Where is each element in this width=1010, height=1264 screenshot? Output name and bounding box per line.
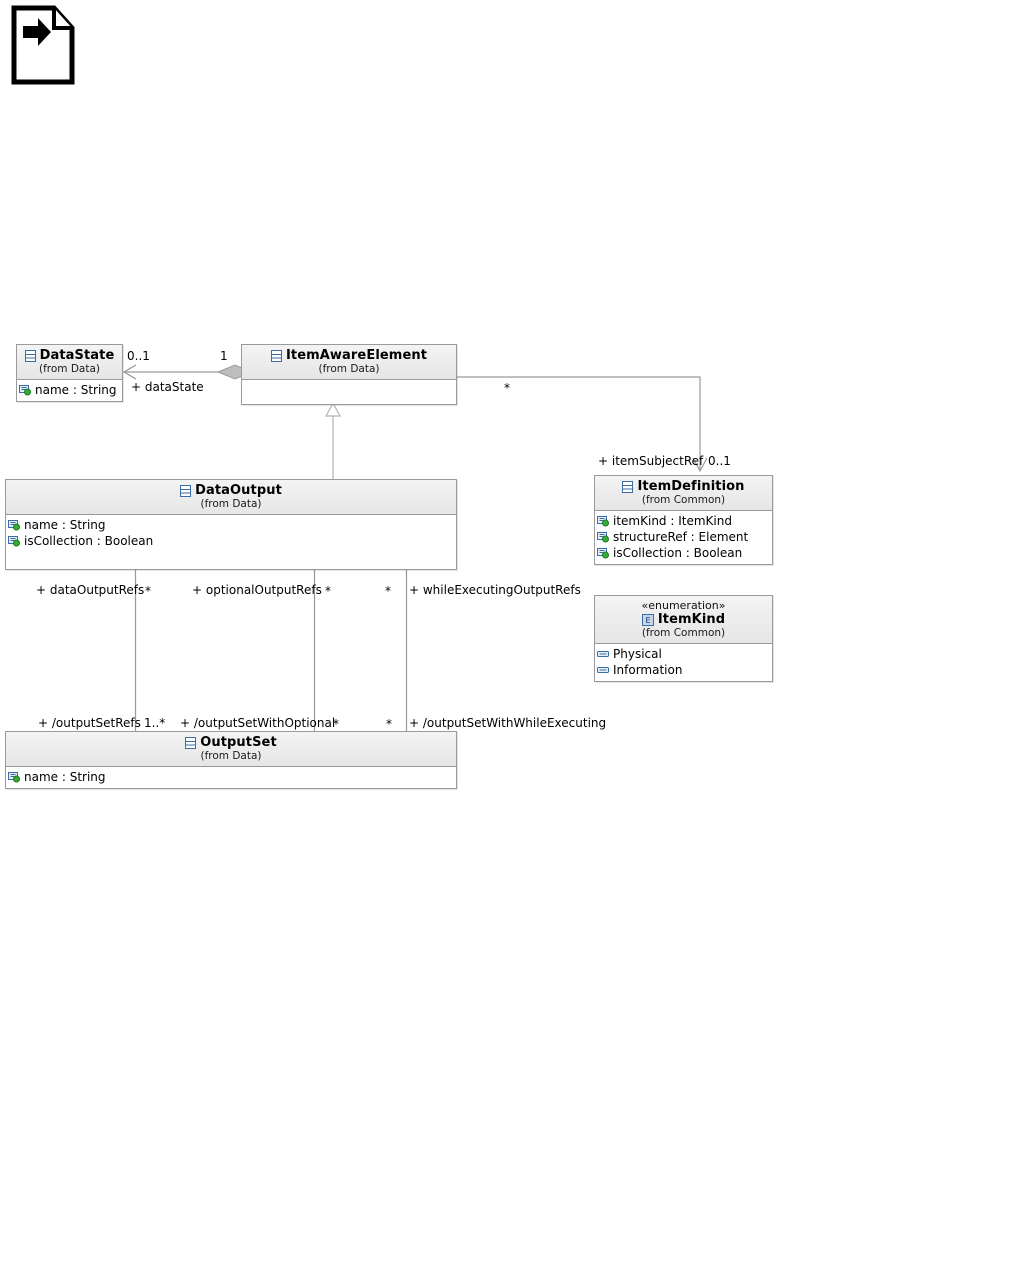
class-icon <box>24 349 36 362</box>
class-package-itemkind: (from Common) <box>641 627 726 639</box>
class-icon <box>185 736 197 749</box>
attribute-icon <box>8 519 21 531</box>
class-header-dataoutput: DataOutput (from Data) <box>6 480 456 515</box>
class-header-datastate: DataState (from Data) <box>17 345 122 380</box>
multiplicity-datastate: 0..1 <box>127 349 150 363</box>
attributes-outputset: name : String <box>6 767 456 788</box>
enum-literal-row: Information <box>597 662 772 678</box>
attribute-label: name : String <box>24 518 106 532</box>
attribute-row: isCollection : Boolean <box>597 545 772 561</box>
literals-itemkind: Physical Information <box>595 644 772 681</box>
attribute-label: isCollection : Boolean <box>613 546 743 560</box>
arrowhead-itemdefinition <box>692 457 708 473</box>
class-name-itemdefinition: ItemDefinition <box>637 479 745 494</box>
class-package-itemawareelement: (from Data) <box>318 363 380 375</box>
class-icon <box>180 484 192 497</box>
attributes-itemdefinition: itemKind : ItemKind structureRef : Eleme… <box>595 511 772 564</box>
role-whileexecutingoutputrefs: + whileExecutingOutputRefs <box>409 583 581 597</box>
attributes-datastate: name : String <box>17 380 122 401</box>
multiplicity-itemaware: 1 <box>220 349 228 363</box>
multiplicity-outputsetrefs: 1..* <box>144 716 166 730</box>
multiplicity-optionaloutputrefs: * <box>325 584 331 598</box>
attribute-row: structureRef : Element <box>597 529 772 545</box>
attribute-label: name : String <box>24 770 106 784</box>
literal-icon <box>597 664 610 676</box>
attribute-label: itemKind : ItemKind <box>613 514 732 528</box>
svg-text:E: E <box>645 616 650 625</box>
class-box-itemawareelement[interactable]: ItemAwareElement (from Data) <box>241 344 457 405</box>
class-name-itemkind: ItemKind <box>657 612 726 627</box>
attribute-icon <box>19 384 32 396</box>
role-datastate: + dataState <box>131 380 204 394</box>
class-header-itemdefinition: ItemDefinition (from Common) <box>595 476 772 511</box>
class-name-dataoutput: DataOutput <box>195 483 282 498</box>
multiplicity-itemsubject-source: * <box>504 381 510 395</box>
attribute-icon <box>597 547 610 559</box>
class-box-outputset[interactable]: OutputSet (from Data) name : String <box>5 731 457 789</box>
class-package-datastate: (from Data) <box>38 363 101 375</box>
multiplicity-whileexecutingoutputrefs: * <box>385 584 391 598</box>
literal-icon <box>597 648 610 660</box>
attribute-label: isCollection : Boolean <box>24 534 154 548</box>
enum-literal-label: Physical <box>613 647 662 661</box>
class-header-itemkind: «enumeration» E ItemKind (from Common) <box>595 596 772 644</box>
stereotype-label: «enumeration» <box>641 599 726 612</box>
attribute-label: structureRef : Element <box>613 530 749 544</box>
class-box-itemkind[interactable]: «enumeration» E ItemKind (from Common) P… <box>594 595 773 682</box>
class-name-datastate: DataState <box>39 348 115 363</box>
class-box-datastate[interactable]: DataState (from Data) name : String <box>16 344 123 402</box>
attribute-icon <box>8 535 21 547</box>
class-name-itemawareelement: ItemAwareElement <box>285 348 428 363</box>
attribute-icon <box>597 531 610 543</box>
class-package-outputset: (from Data) <box>200 750 262 762</box>
attribute-row: name : String <box>8 769 456 785</box>
class-icon <box>622 480 634 493</box>
attribute-row: name : String <box>8 517 456 533</box>
attribute-icon <box>597 515 610 527</box>
attributes-dataoutput: name : String isCollection : Boolean <box>6 515 456 569</box>
multiplicity-outputsetwithoptional: * <box>333 717 339 731</box>
attribute-row: name : String <box>19 382 122 398</box>
class-header-outputset: OutputSet (from Data) <box>6 732 456 767</box>
edge-itemaware-itemdefinition <box>457 376 701 470</box>
class-box-itemdefinition[interactable]: ItemDefinition (from Common) itemKind : … <box>594 475 773 565</box>
attribute-label: name : String <box>35 383 117 397</box>
arrowhead-datastate <box>122 364 137 380</box>
attributes-itemawareelement <box>242 380 456 404</box>
role-itemsubjectref: + itemSubjectRef <box>598 454 704 468</box>
page-with-arrow-icon <box>10 4 76 86</box>
role-outputsetwithoptional: + /outputSetWithOptional <box>180 716 336 730</box>
enumeration-icon: E <box>641 613 654 626</box>
class-package-dataoutput: (from Data) <box>200 498 262 510</box>
class-header-itemawareelement: ItemAwareElement (from Data) <box>242 345 456 380</box>
enum-literal-label: Information <box>613 663 683 677</box>
role-optionaloutputrefs: + optionalOutputRefs <box>192 583 322 597</box>
attribute-row: isCollection : Boolean <box>8 533 456 549</box>
multiplicity-outputsetwithwhileexecuting: * <box>386 717 392 731</box>
class-icon <box>270 349 282 362</box>
enum-literal-row: Physical <box>597 646 772 662</box>
multiplicity-dataoutputrefs: * <box>145 584 151 598</box>
attribute-row: itemKind : ItemKind <box>597 513 772 529</box>
role-dataoutputrefs: + dataOutputRefs <box>36 583 145 597</box>
attribute-icon <box>8 771 21 783</box>
role-outputsetrefs: + /outputSetRefs <box>38 716 141 730</box>
multiplicity-itemdefinition: 0..1 <box>708 454 731 468</box>
class-box-dataoutput[interactable]: DataOutput (from Data) name : String isC… <box>5 479 457 570</box>
role-outputsetwithwhileexecuting: + /outputSetWithWhileExecuting <box>409 716 607 730</box>
generalization-triangle <box>324 401 342 417</box>
class-name-outputset: OutputSet <box>200 735 277 750</box>
class-package-itemdefinition: (from Common) <box>641 494 726 506</box>
